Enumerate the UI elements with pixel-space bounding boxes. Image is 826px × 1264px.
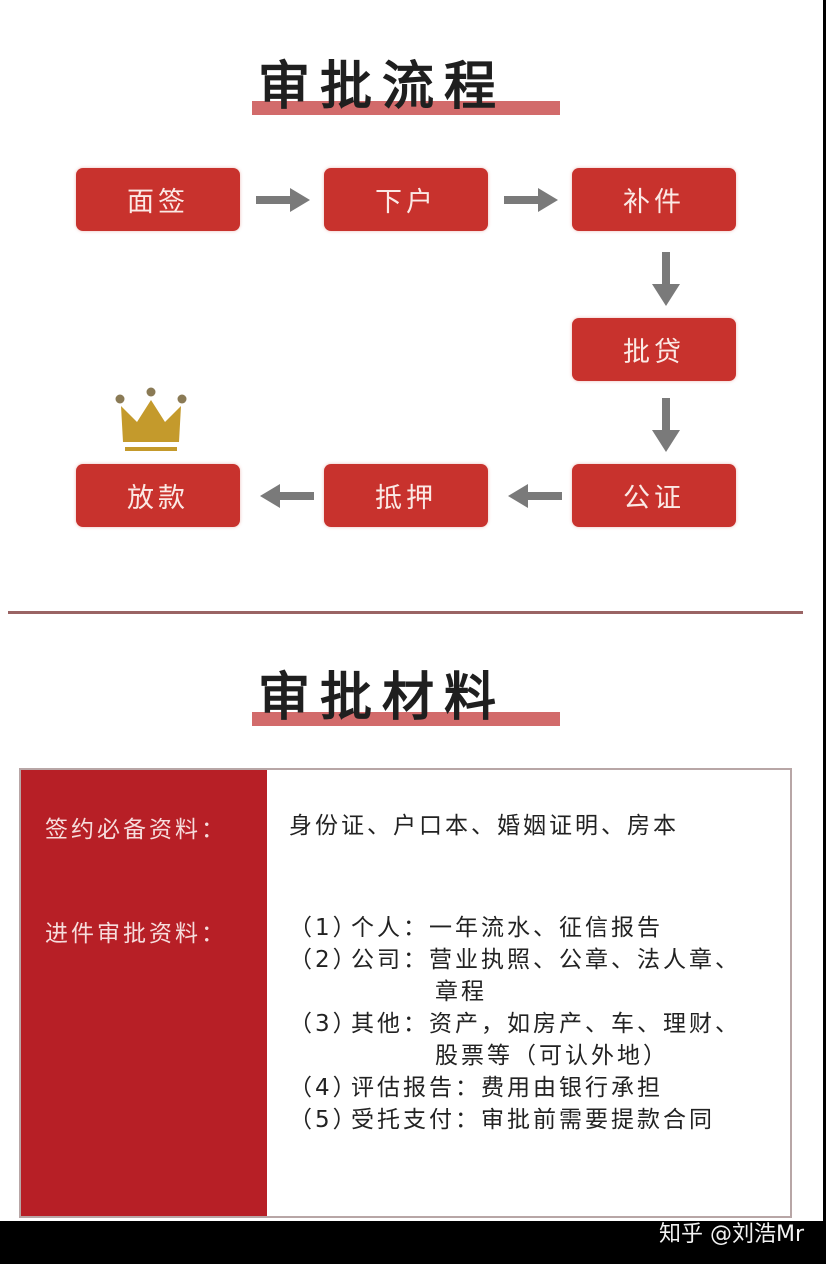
crown-icon bbox=[115, 387, 187, 451]
section-divider bbox=[8, 611, 803, 614]
arrow-left-icon bbox=[260, 484, 314, 508]
step-pidai: 批贷 bbox=[572, 318, 736, 381]
right-edge-bar bbox=[823, 0, 826, 1264]
step-gongzheng: 公证 bbox=[572, 464, 736, 527]
item-number: （1） bbox=[289, 915, 359, 941]
infographic-canvas: 审批流程 面签 下户 补件 批贷 放款 抵押 公证 bbox=[0, 0, 823, 1221]
item-key: 个人： bbox=[351, 915, 429, 941]
item-number: （5） bbox=[289, 1107, 359, 1133]
list-item: （1） 个人： 一年流水、征信报告 bbox=[289, 912, 741, 944]
title-underline bbox=[252, 712, 560, 726]
step-bujian: 补件 bbox=[572, 168, 736, 231]
list-item: （2） 公司： 营业执照、公章、法人章、 bbox=[289, 944, 741, 976]
item-number: （4） bbox=[289, 1075, 359, 1101]
item-value: 资产，如房产、车、理财、 bbox=[429, 1011, 741, 1037]
item-number: （3） bbox=[289, 1011, 359, 1037]
item-value-continued: 章程 bbox=[435, 979, 487, 1005]
item-key: 评估报告： bbox=[351, 1075, 481, 1101]
title-underline bbox=[252, 101, 560, 115]
item-value: 一年流水、征信报告 bbox=[429, 915, 663, 941]
item-number: （2） bbox=[289, 947, 359, 973]
materials-section-title: 审批材料 bbox=[250, 668, 560, 728]
approval-items-list: （1） 个人： 一年流水、征信报告 （2） 公司： 营业执照、公章、法人章、 章… bbox=[289, 912, 741, 1136]
arrow-down-icon bbox=[652, 252, 680, 306]
flow-section-title: 审批流程 bbox=[250, 57, 560, 117]
flow-title-text: 审批流程 bbox=[258, 57, 507, 117]
row-label-signing: 签约必备资料： bbox=[45, 817, 227, 843]
arrow-down-icon bbox=[652, 398, 680, 452]
arrow-right-icon bbox=[256, 188, 310, 212]
item-value: 审批前需要提款合同 bbox=[481, 1107, 715, 1133]
item-value: 费用由银行承担 bbox=[481, 1075, 663, 1101]
step-xiahu: 下户 bbox=[324, 168, 488, 231]
item-key: 公司： bbox=[351, 947, 429, 973]
materials-table: 签约必备资料： 身份证、户口本、婚姻证明、房本 进件审批资料： （1） 个人： … bbox=[19, 768, 792, 1218]
step-fangkuan: 放款 bbox=[76, 464, 240, 527]
row-value-signing: 身份证、户口本、婚姻证明、房本 bbox=[289, 813, 679, 839]
label-column bbox=[21, 770, 267, 1216]
arrow-left-icon bbox=[508, 484, 562, 508]
row-label-approval: 进件审批资料： bbox=[45, 921, 227, 947]
step-diya: 抵押 bbox=[324, 464, 488, 527]
list-item: （3） 其他： 资产，如房产、车、理财、 bbox=[289, 1008, 741, 1040]
item-value-continued: 股票等（可认外地） bbox=[435, 1043, 669, 1069]
list-item: （5） 受托支付： 审批前需要提款合同 bbox=[289, 1104, 741, 1136]
arrow-right-icon bbox=[504, 188, 558, 212]
step-mianqian: 面签 bbox=[76, 168, 240, 231]
item-key: 其他： bbox=[351, 1011, 429, 1037]
item-key: 受托支付： bbox=[351, 1107, 481, 1133]
list-item: （4） 评估报告： 费用由银行承担 bbox=[289, 1072, 741, 1104]
materials-title-text: 审批材料 bbox=[258, 668, 507, 728]
item-value: 营业执照、公章、法人章、 bbox=[429, 947, 741, 973]
watermark: 知乎 @刘浩Mr bbox=[658, 1222, 804, 1247]
